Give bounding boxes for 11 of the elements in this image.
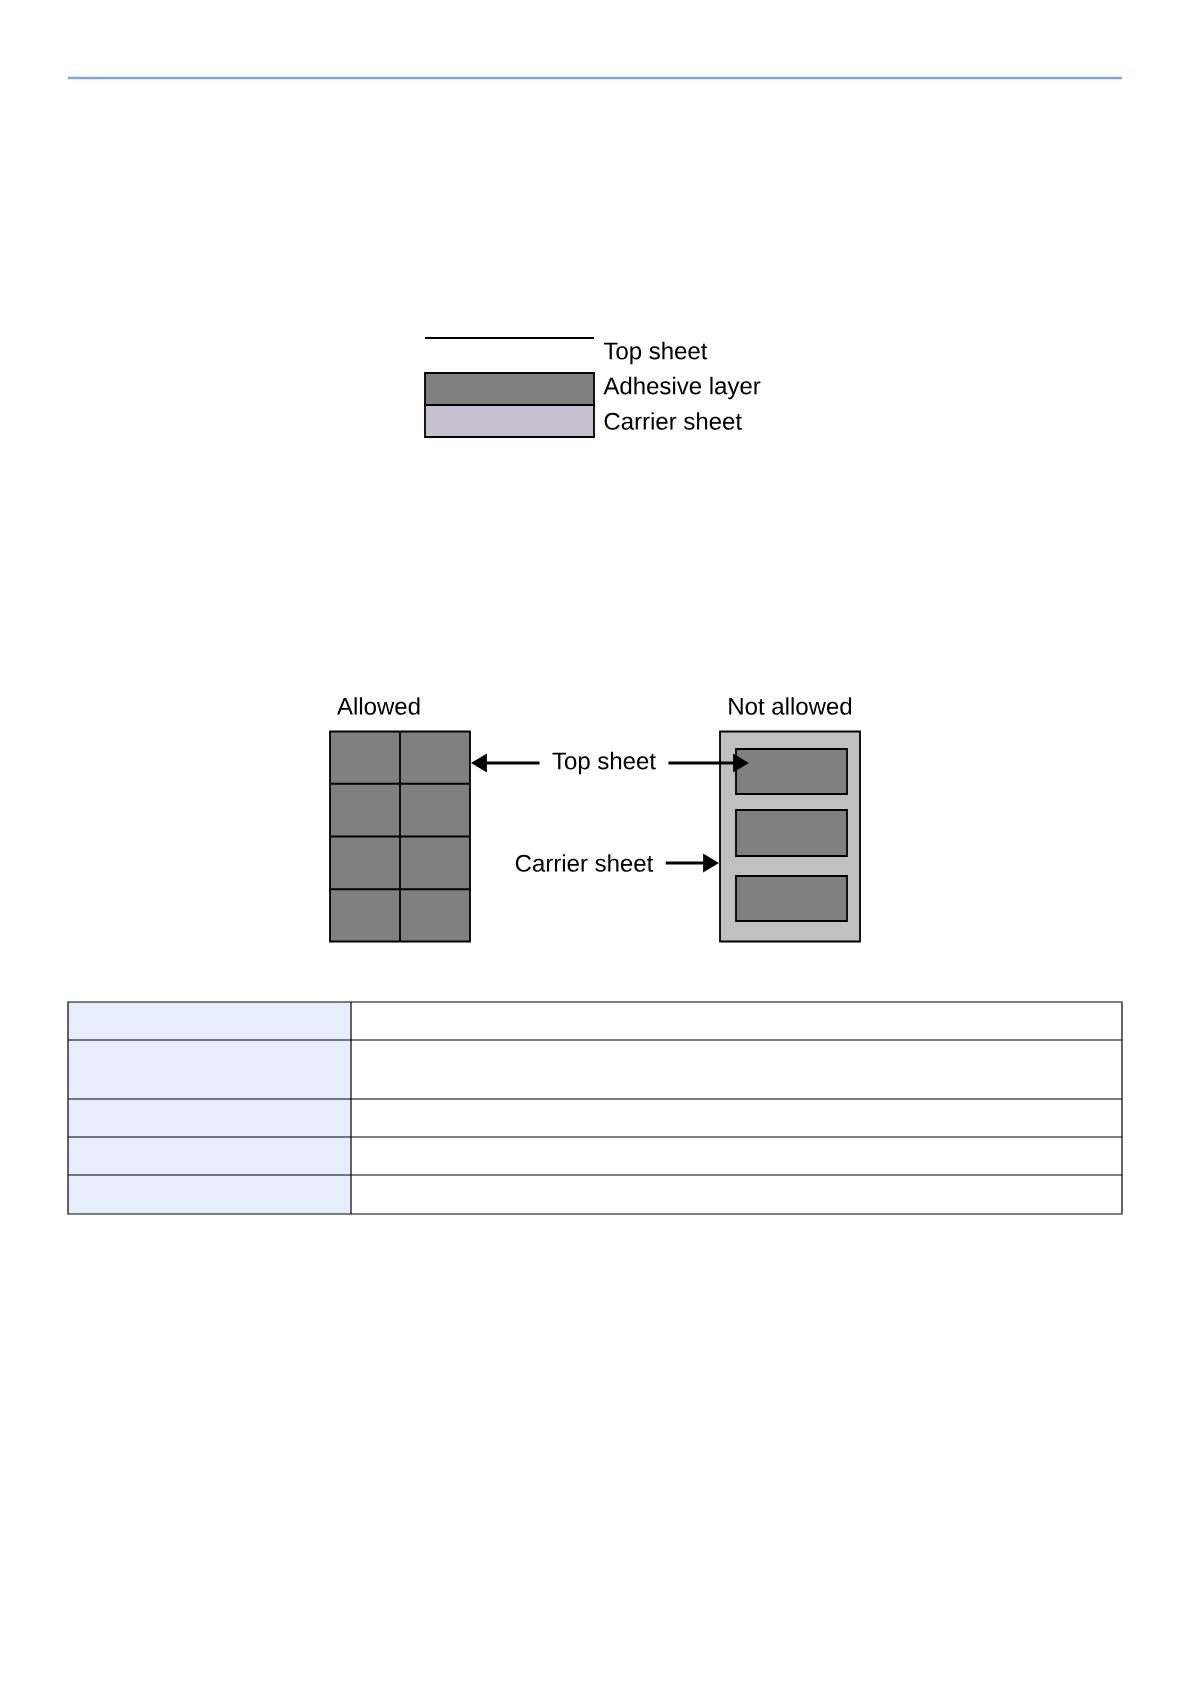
- legend-text: Top sheet: [603, 341, 708, 365]
- node-label: Not allowed: [729, 697, 852, 715]
- label: [735, 809, 848, 857]
- callout-text: Top sheet: [552, 751, 656, 775]
- callout-text: Carrier sheet: [515, 854, 654, 872]
- legend-text: Carrier sheet: [604, 412, 742, 430]
- label: [735, 875, 848, 922]
- node-label: Allowed: [337, 697, 420, 715]
- label: [735, 748, 848, 795]
- label-sheet: Allowed: [329, 697, 471, 943]
- legend-text: Adhesive layer: [603, 376, 761, 400]
